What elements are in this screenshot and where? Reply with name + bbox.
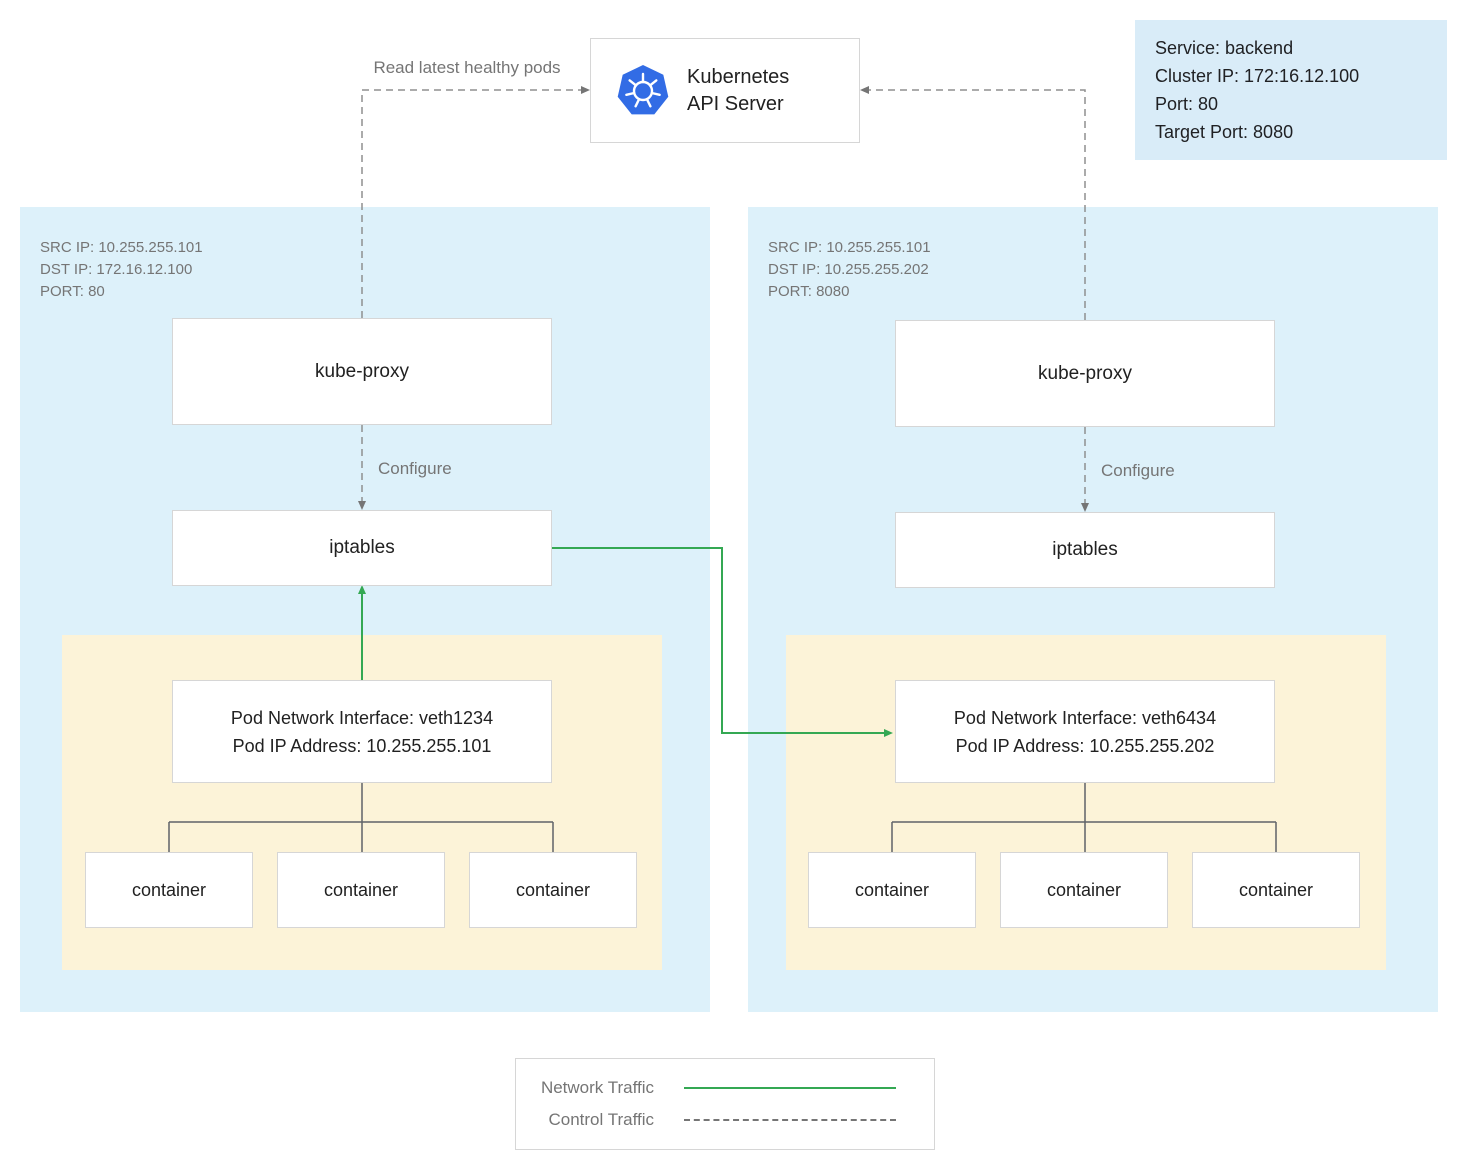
legend-box: Network Traffic Control Traffic: [515, 1058, 935, 1150]
node-left-src-ip: SRC IP: 10.255.255.101: [40, 239, 203, 256]
legend-control-label: Control Traffic: [548, 1110, 654, 1129]
api-server-label-line2: API Server: [687, 92, 784, 115]
container-label: container: [131, 879, 207, 900]
pod-interface-right-line1: Pod Network Interface: veth6434: [953, 707, 1217, 728]
kubernetes-logo-icon: [617, 64, 669, 114]
container-box: container: [277, 852, 445, 928]
service-port: Port: 80: [1155, 94, 1219, 114]
service-info-box: Service: backend Cluster IP: 172:16.12.1…: [1135, 20, 1447, 160]
iptables-box-right: iptables: [895, 512, 1275, 588]
service-name: Service: backend: [1155, 38, 1294, 58]
pod-interface-left-line2: Pod IP Address: 10.255.255.101: [232, 735, 492, 756]
legend-row-network: Network Traffic: [516, 1078, 934, 1098]
kubernetes-helm-wheel: [625, 72, 661, 107]
node-right-port: PORT: 8080: [768, 283, 850, 300]
pod-network-interface-box-right: Pod Network Interface: veth6434 Pod IP A…: [895, 680, 1275, 783]
network-traffic-line-sample: [684, 1087, 896, 1089]
container-box: container: [469, 852, 637, 928]
kube-proxy-box-right: kube-proxy: [895, 320, 1275, 427]
kubernetes-heptagon: [617, 64, 669, 114]
container-label: container: [854, 879, 930, 900]
node-right-header: SRC IP: 10.255.255.101 DST IP: 10.255.25…: [748, 207, 1438, 303]
node-left-port: PORT: 80: [40, 283, 105, 300]
container-box: container: [85, 852, 253, 928]
control-traffic-line-sample: [684, 1119, 896, 1121]
iptables-box-left: iptables: [172, 510, 552, 586]
container-box: container: [1000, 852, 1168, 928]
container-label: container: [323, 879, 399, 900]
node-right-src-ip: SRC IP: 10.255.255.101: [768, 239, 931, 256]
legend-network-label: Network Traffic: [540, 1078, 654, 1097]
legend-row-control: Control Traffic: [516, 1110, 934, 1130]
configure-label-left: Configure: [378, 459, 452, 478]
node-left-header: SRC IP: 10.255.255.101 DST IP: 172.16.12…: [20, 207, 710, 303]
read-latest-healthy-pods-label: Read latest healthy pods: [373, 58, 561, 77]
iptables-label-left: iptables: [329, 537, 395, 558]
api-server-label-line1: Kubernetes: [687, 65, 790, 88]
pod-network-interface-box-left: Pod Network Interface: veth1234 Pod IP A…: [172, 680, 552, 783]
service-cluster-ip: Cluster IP: 172:16.12.100: [1155, 66, 1360, 86]
container-box: container: [808, 852, 976, 928]
container-label: container: [515, 879, 591, 900]
node-right-dst-ip: DST IP: 10.255.255.202: [768, 261, 929, 278]
kube-proxy-label-right: kube-proxy: [1038, 362, 1132, 384]
api-server-box: Kubernetes API Server: [590, 38, 860, 143]
kube-proxy-label-left: kube-proxy: [315, 360, 409, 382]
pod-interface-right-line2: Pod IP Address: 10.255.255.202: [955, 735, 1215, 756]
service-target-port: Target Port: 8080: [1155, 122, 1294, 142]
container-label: container: [1046, 879, 1122, 900]
configure-label-right: Configure: [1101, 461, 1175, 480]
pod-interface-left-line1: Pod Network Interface: veth1234: [230, 707, 494, 728]
container-box: container: [1192, 852, 1360, 928]
iptables-label-right: iptables: [1052, 539, 1118, 560]
api-server-label: Kubernetes API Server: [687, 64, 789, 118]
container-label: container: [1238, 879, 1314, 900]
kube-proxy-box-left: kube-proxy: [172, 318, 552, 425]
node-left-dst-ip: DST IP: 172.16.12.100: [40, 261, 193, 278]
